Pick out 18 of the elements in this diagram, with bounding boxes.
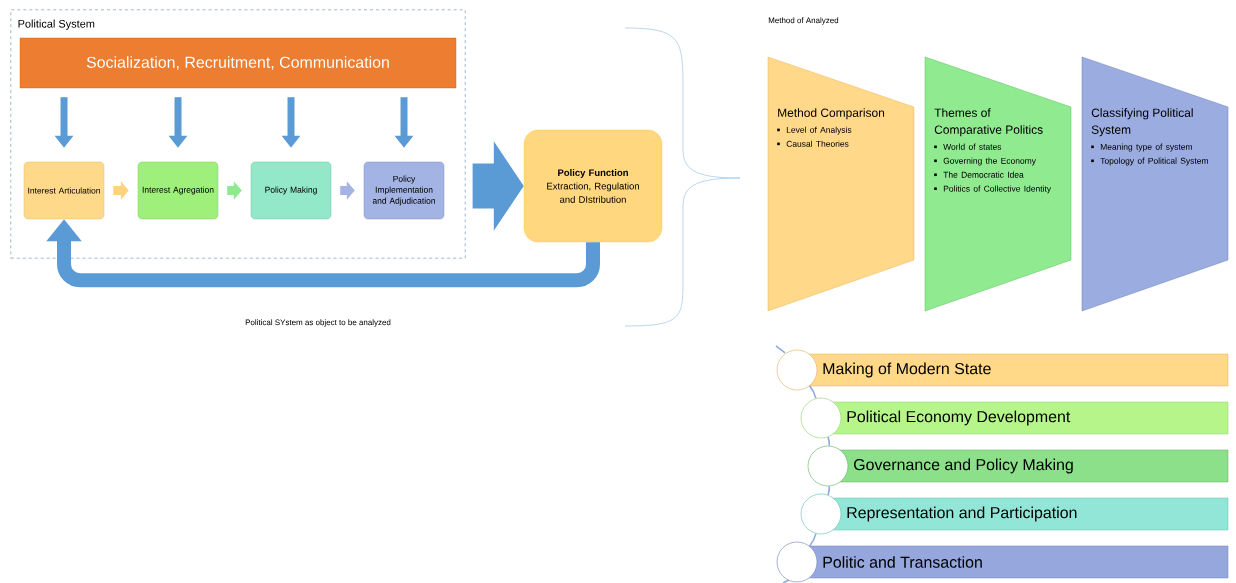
function-box: Policy Function Extraction, Regulation and DIstribution [523, 129, 663, 243]
timeline-curve [827, 485, 831, 496]
trapezoid: Themes of Comparative Politics World of states Governing the Economy The Democratic Idea Politics of Collective Identity [924, 56, 1072, 312]
timeline-curve [808, 385, 817, 400]
trapezoid: Classifying Political System Meaning type of system Topology of Political System [1081, 56, 1229, 312]
process-box: Policy Implementation and Adjudication [363, 161, 445, 220]
process-box: Policy Making [250, 161, 332, 220]
list-bar: Representation and Participation [800, 493, 1229, 535]
list-bar: Political Economy Development [800, 397, 1229, 439]
process-box: Interest Agregation [137, 161, 219, 220]
list-bar: Governance and Policy Making [807, 445, 1229, 487]
process-box: Interest Articulation [23, 161, 105, 220]
list-bar: Making of Modern State [776, 349, 1229, 391]
trapezoid: Method Comparison Level of Analysis Causal Theories [767, 56, 915, 312]
timeline-curve [827, 436, 831, 447]
banner: Socialization, Recruitment, Communication [19, 37, 457, 89]
list-bar: Politic and Transaction [776, 541, 1229, 583]
timeline-curve [808, 532, 817, 547]
